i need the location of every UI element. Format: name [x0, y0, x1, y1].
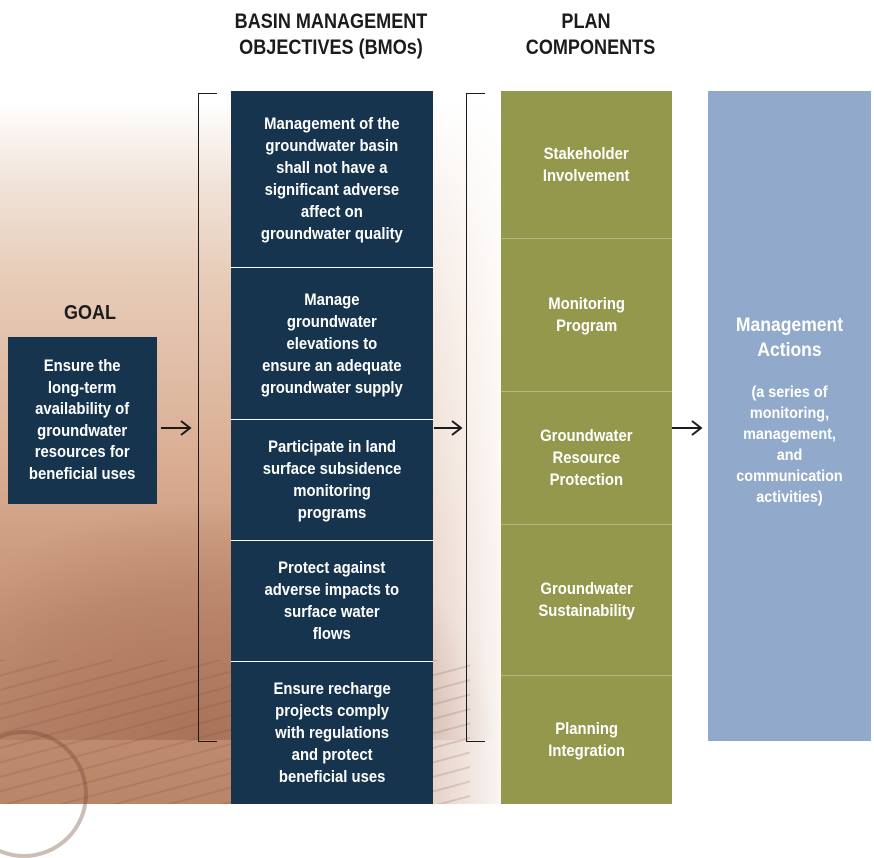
plan-component-item: Planning Integration	[501, 676, 672, 804]
bmo-item: Manage groundwater elevations to ensure …	[231, 268, 433, 420]
goal-label: GOAL	[63, 302, 117, 324]
plan-components-column: Stakeholder Involvement Monitoring Progr…	[501, 91, 672, 804]
arrow-goal-to-bmos	[161, 420, 192, 436]
plan-component-item: Stakeholder Involvement	[501, 91, 672, 239]
bmo-item: Participate in land surface subsidence m…	[231, 420, 433, 541]
plan-component-item: Groundwater Resource Protection	[501, 392, 672, 525]
plan-components-header: PLAN COMPONENTS	[525, 10, 656, 59]
bmo-bracket	[198, 93, 217, 742]
management-actions-title: Management Actions	[735, 314, 844, 361]
bmo-item: Protect against adverse impacts to surfa…	[231, 541, 433, 662]
plan-component-item: Groundwater Sustainability	[501, 525, 672, 676]
bmo-item: Ensure recharge projects comply with reg…	[231, 662, 433, 804]
goal-text: Ensure the long-term availability of gro…	[29, 357, 136, 483]
bmo-column: Management of the groundwater basin shal…	[231, 91, 433, 804]
arrow-plan-to-management	[672, 420, 703, 436]
plan-component-item: Monitoring Program	[501, 239, 672, 392]
bmo-header: BASIN MANAGEMENT OBJECTIVES (BMOs)	[234, 10, 428, 59]
management-actions-subtitle: (a series of monitoring, management, and…	[736, 384, 843, 506]
bmo-item: Management of the groundwater basin shal…	[231, 91, 433, 268]
plan-bracket	[466, 93, 485, 742]
goal-box: Ensure the long-term availability of gro…	[8, 337, 157, 504]
arrow-bmos-to-plan	[434, 420, 463, 436]
management-actions-box: Management Actions (a series of monitori…	[708, 91, 871, 741]
